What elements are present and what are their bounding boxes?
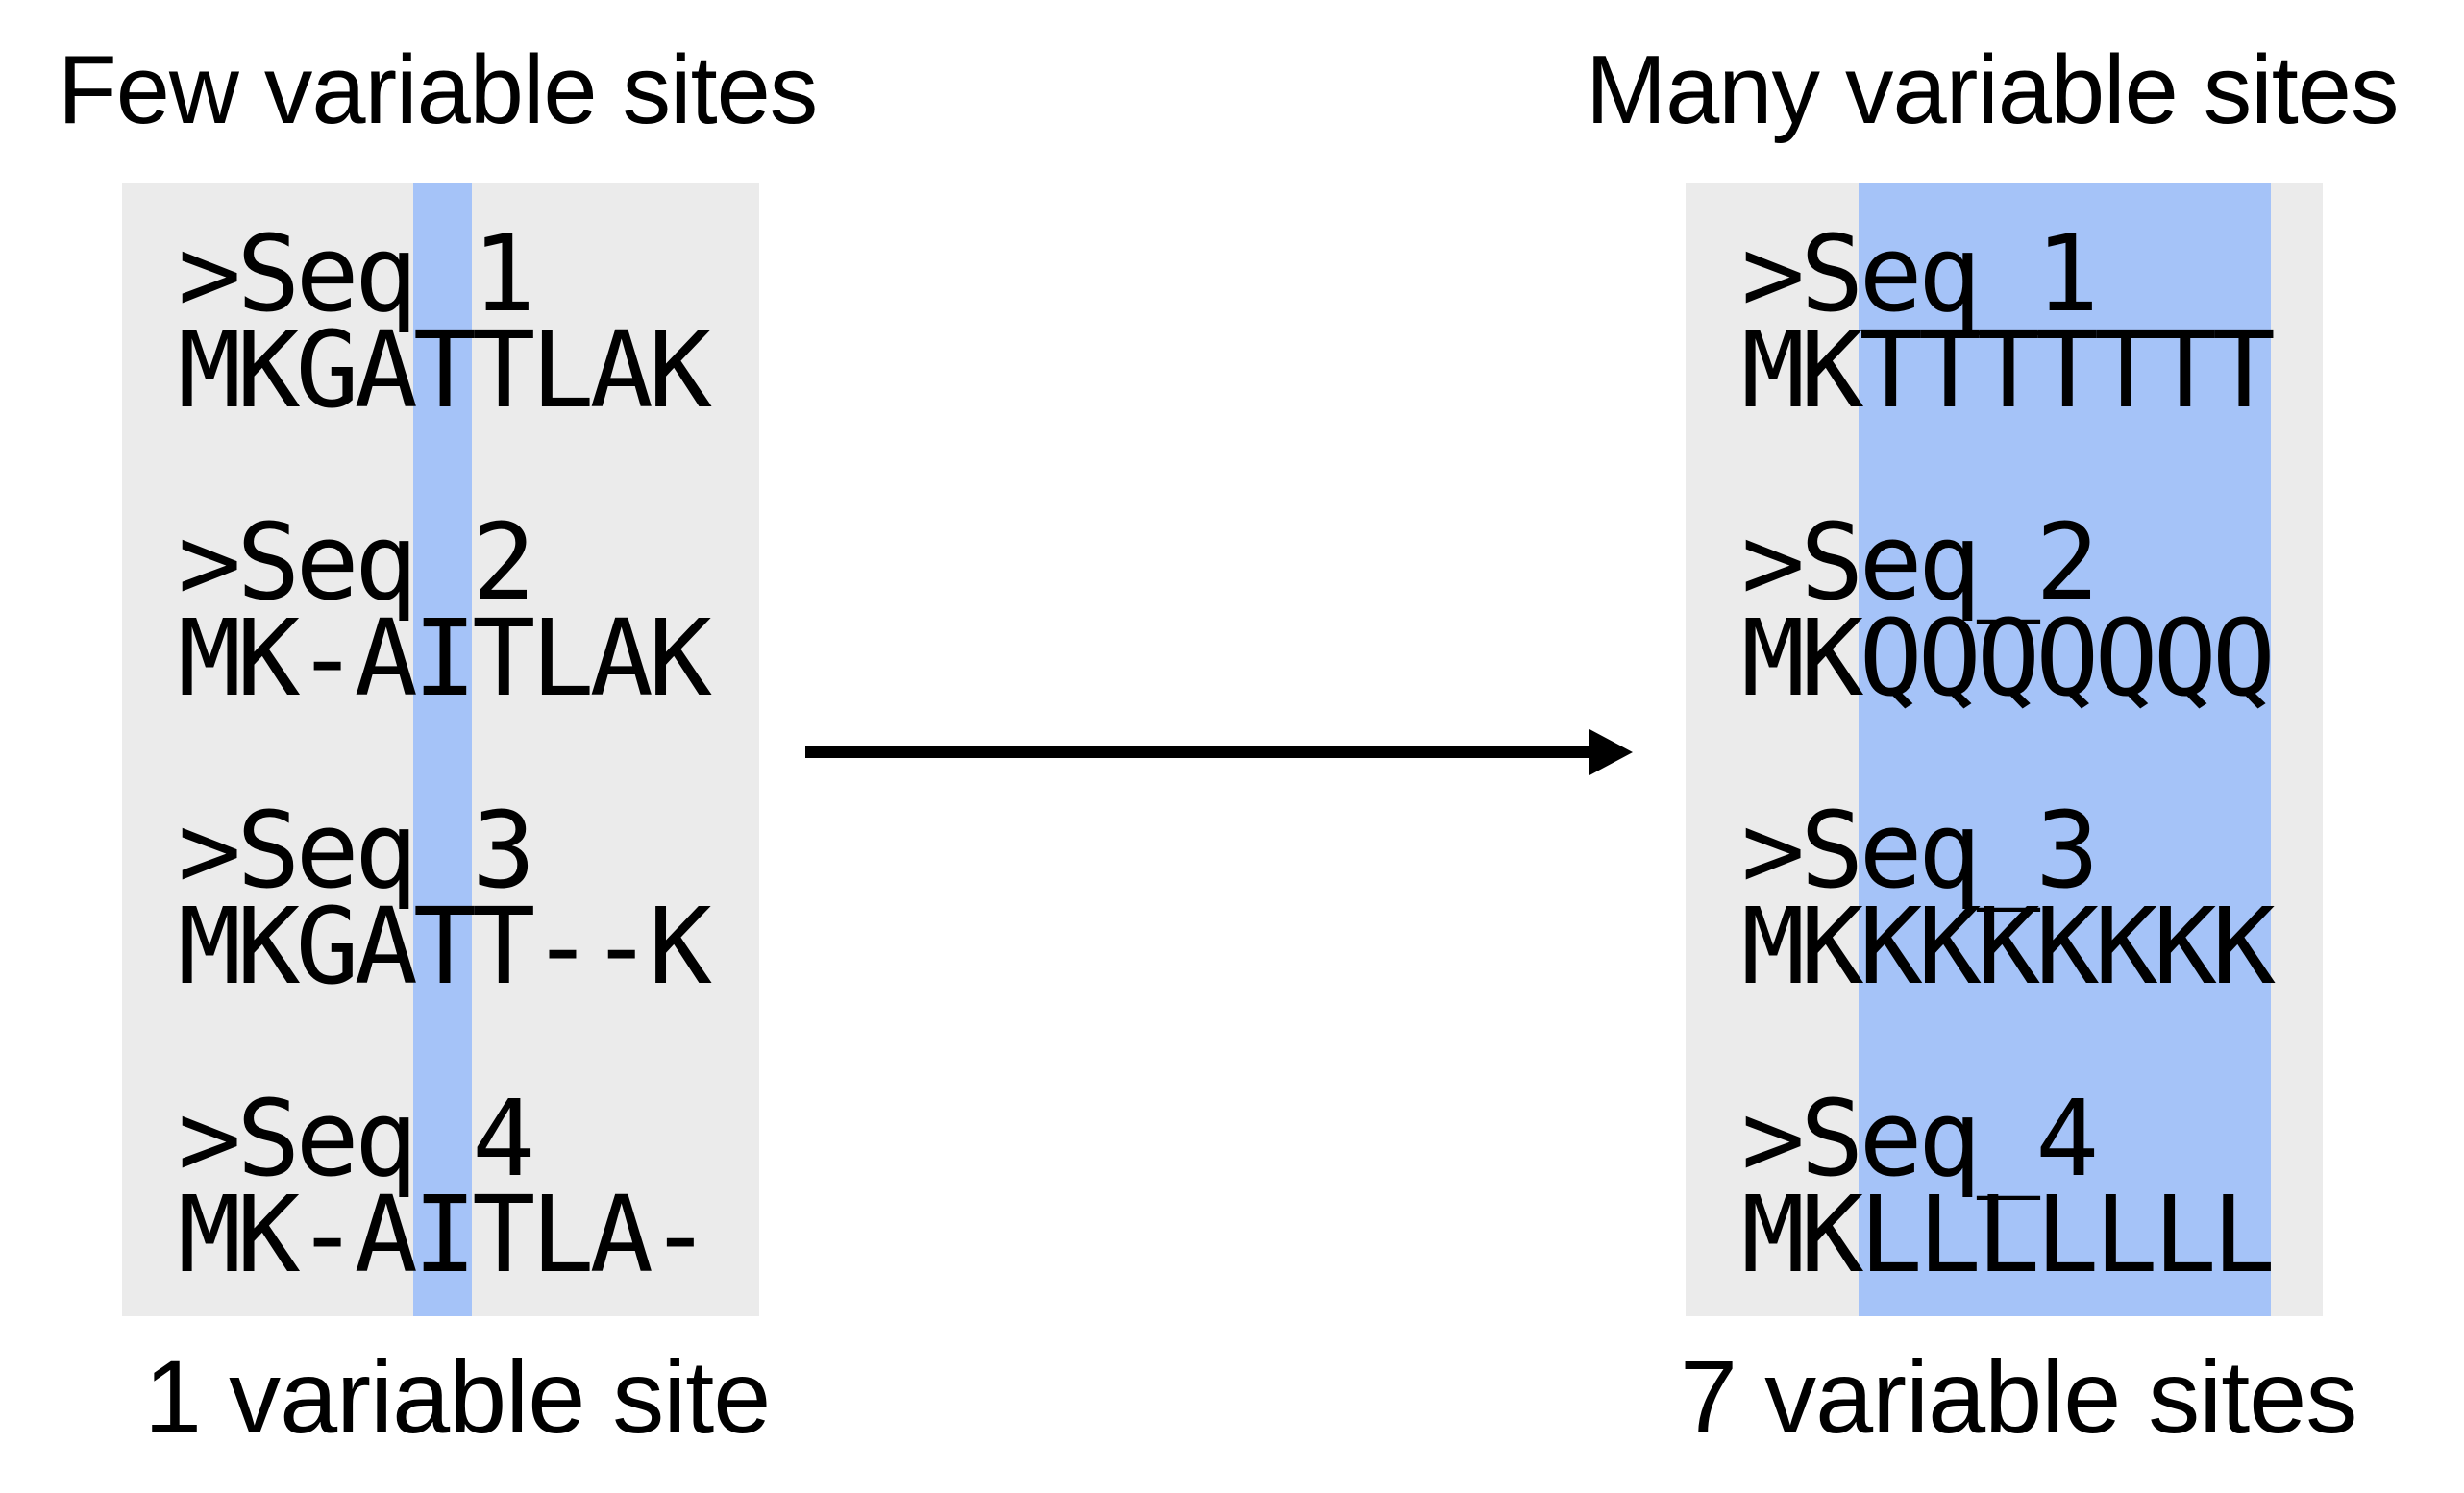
arrow-shaft xyxy=(805,746,1591,758)
left-highlight-column xyxy=(412,183,472,1316)
right-alignment-panel: >Seq_1 MKTTTTTTT >Seq_2 MKQQQQQQQ >Seq_3… xyxy=(1686,183,2323,1316)
left-title: Few variable sites xyxy=(58,37,818,144)
left-alignment-panel: >Seq 1 MKGATTLAK >Seq 2 MK-AITLAK >Seq 3… xyxy=(122,183,759,1316)
right-sequences: >Seq_1 MKTTTTTTT >Seq_2 MKQQQQQQQ >Seq_3… xyxy=(1741,212,2276,1296)
right-highlight-columns xyxy=(1859,183,2271,1316)
arrow-head xyxy=(1589,729,1633,775)
left-caption: 1 variable site xyxy=(144,1338,771,1455)
left-sequences: >Seq 1 MKGATTLAK >Seq 2 MK-AITLAK >Seq 3… xyxy=(178,212,712,1296)
right-title: Many variable sites xyxy=(1586,37,2399,144)
right-caption: 7 variable sites xyxy=(1680,1338,2357,1455)
